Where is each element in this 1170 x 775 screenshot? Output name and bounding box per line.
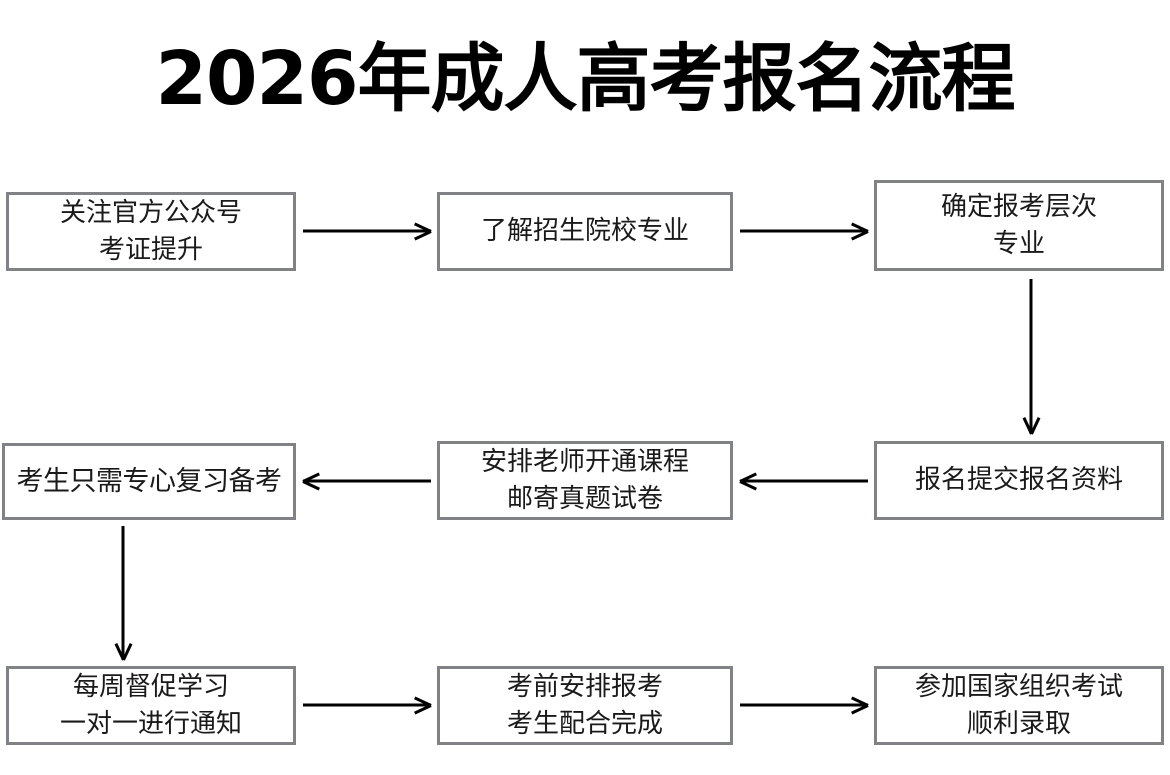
arrow-shaft	[303, 703, 431, 707]
flow-box-line: 考生只需专心复习备考	[16, 466, 283, 497]
arrow-shaft	[303, 229, 431, 233]
flow-box-line: 考前安排报考	[506, 671, 663, 702]
flow-box-line: 专业	[992, 228, 1045, 259]
flow-box-line: 一对一进行通知	[59, 708, 242, 739]
flow-box-decide-level-major[interactable]: 确定报考层次 专业	[874, 180, 1164, 271]
arrow-shaft	[740, 479, 868, 483]
arrow-shaft	[740, 229, 868, 233]
flow-box-line: 考证提升	[98, 234, 203, 265]
arrow-shaft	[1029, 279, 1033, 434]
page-title: 2026年成人高考报名流程	[155, 36, 1016, 122]
flow-box-line: 考生配合完成	[506, 708, 663, 739]
arrow-r3c1-to-r3c2	[303, 693, 432, 717]
arrow-shaft	[121, 526, 125, 660]
flow-box-line: 报名提交报名资料	[914, 465, 1123, 495]
flow-box-line: 邮寄真题试卷	[506, 483, 663, 514]
flow-box-line: 关注官方公众号	[59, 197, 242, 228]
flow-box-follow-official-account[interactable]: 关注官方公众号 考证提升	[6, 192, 296, 271]
arrow-r1c2-to-r1c3	[740, 219, 869, 243]
arrow-shaft	[303, 479, 431, 483]
flow-box-learn-schools-majors[interactable]: 了解招生院校专业	[437, 192, 733, 271]
flow-box-candidate-focus-review[interactable]: 考生只需专心复习备考	[2, 443, 296, 520]
flow-box-weekly-study-reminder[interactable]: 每周督促学习 一对一进行通知	[6, 666, 296, 745]
flow-box-line: 了解招生院校专业	[480, 216, 689, 246]
flow-box-line: 顺利录取	[966, 708, 1071, 739]
arrow-r1c1-to-r1c2	[303, 219, 432, 243]
arrow-r3c2-to-r3c3	[740, 693, 869, 717]
flow-box-pre-exam-arrangement[interactable]: 考前安排报考 考生配合完成	[437, 666, 733, 745]
arrow-r2c1-to-r3c1	[111, 526, 135, 661]
flow-box-line: 参加国家组织考试	[914, 671, 1123, 702]
flow-box-teacher-opens-course[interactable]: 安排老师开通课程 邮寄真题试卷	[437, 441, 733, 520]
arrow-r2c3-to-r2c2	[739, 469, 868, 493]
flow-box-submit-application[interactable]: 报名提交报名资料	[874, 441, 1164, 520]
flow-box-line: 确定报考层次	[940, 191, 1097, 222]
flow-box-line: 每周督促学习	[72, 671, 229, 702]
flow-box-take-national-exam[interactable]: 参加国家组织考试 顺利录取	[874, 666, 1164, 745]
arrow-r1c3-to-r2c3	[1019, 279, 1043, 435]
flow-box-line: 安排老师开通课程	[480, 446, 689, 477]
arrow-shaft	[740, 703, 868, 707]
arrow-r2c2-to-r2c1	[302, 469, 431, 493]
